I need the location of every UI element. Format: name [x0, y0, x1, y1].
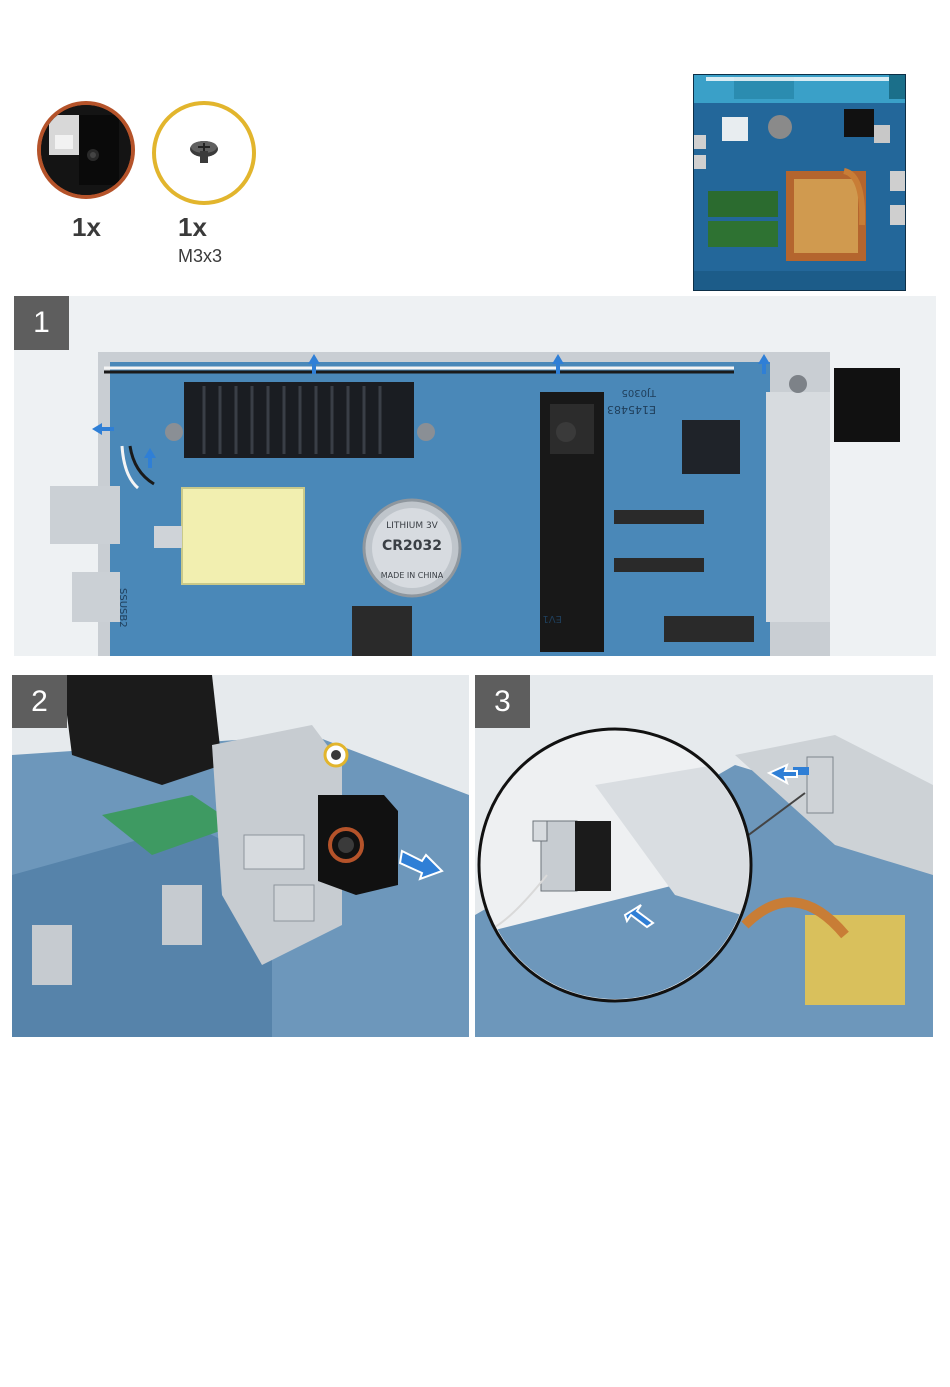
- battery-text-1: LITHIUM 3V: [386, 521, 439, 531]
- step-2-badge: 2: [12, 675, 67, 728]
- step-1-badge: 1: [14, 296, 69, 350]
- battery-model-text: CR2032: [382, 538, 442, 554]
- step-3-panel: 3: [475, 675, 933, 1037]
- step-1-panel: LITHIUM 3V CR2032 MADE IN CHINA E145483 …: [14, 296, 936, 656]
- step-2-illustration: [12, 675, 469, 1037]
- part-quantity-screw: 1x: [178, 212, 207, 243]
- board-code-a: E145483: [607, 403, 656, 416]
- board-code-d: EV1: [542, 613, 562, 624]
- part-quantity-port-cover: 1x: [72, 212, 101, 243]
- step-1-illustration: LITHIUM 3V CR2032 MADE IN CHINA E145483 …: [14, 296, 936, 656]
- back-port-cover-icon: [41, 105, 131, 195]
- step-3-badge: 3: [475, 675, 530, 728]
- step-3-illustration: [475, 675, 933, 1037]
- board-code-b: TJ0305: [621, 387, 657, 398]
- part-spec-screw: M3x3: [178, 246, 222, 267]
- screw-icon: [156, 105, 252, 201]
- step-2-panel: 2: [12, 675, 469, 1037]
- part-image-port-cover: [37, 101, 135, 199]
- system-board-overview-image: [694, 75, 906, 291]
- part-item-screw: [152, 101, 256, 205]
- part-item-port-cover: [37, 101, 135, 199]
- battery-text-3: MADE IN CHINA: [381, 571, 444, 580]
- part-image-screw: [152, 101, 256, 205]
- overview-thumbnail: [693, 74, 906, 291]
